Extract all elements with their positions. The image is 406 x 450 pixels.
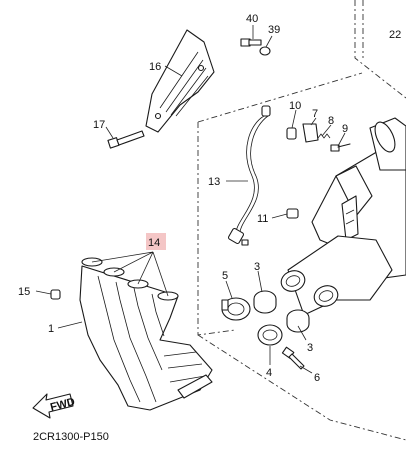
callout-7: 7 [312, 108, 318, 120]
callout-3-upper: 3 [254, 261, 260, 273]
assembly-boundary-main [197, 72, 406, 441]
callout-9: 9 [342, 123, 348, 135]
washer-39 [259, 46, 271, 56]
bolt-9 [330, 143, 351, 152]
spring-8 [317, 133, 331, 139]
callout-16: 16 [149, 61, 161, 73]
bolt-40 [240, 38, 262, 47]
gasket-3-lower [286, 309, 310, 333]
exhaust-header [79, 265, 213, 411]
mid-pipe [280, 235, 393, 316]
bracket-7 [302, 123, 319, 143]
leader-lines [35, 25, 346, 374]
fwd-label: FWD [49, 396, 76, 414]
clip-10 [286, 127, 297, 140]
clip-11 [286, 208, 299, 219]
callout-22: 22 [389, 29, 401, 41]
gasket-3-upper [253, 290, 277, 314]
assembly-boundary-top [354, 0, 406, 99]
heat-shield [145, 29, 215, 133]
callout-10: 10 [289, 100, 301, 112]
callout-13: 13 [208, 176, 220, 188]
callout-5: 5 [222, 270, 228, 282]
callout-3-lower: 3 [307, 342, 313, 354]
callout-39: 39 [268, 24, 280, 36]
callout-15: 15 [18, 286, 30, 298]
callout-highlight-14 [146, 233, 166, 250]
clamp-5 [221, 297, 251, 321]
callout-40: 40 [246, 13, 258, 25]
o2-sensor [227, 105, 271, 246]
callout-8: 8 [328, 115, 334, 127]
bolt-17 [107, 130, 145, 149]
clamp-4 [257, 324, 283, 346]
plug-15 [50, 289, 61, 300]
callout-11: 11 [257, 213, 268, 225]
callouts: 40 39 22 16 17 10 7 8 9 13 11 14 15 1 5 … [18, 13, 401, 384]
bolt-6 [281, 346, 305, 370]
callout-1: 1 [48, 323, 54, 335]
callout-6: 6 [314, 372, 320, 384]
callout-4: 4 [266, 367, 272, 379]
diagram-code: 2CR1300-P150 [33, 431, 109, 443]
muffler [311, 117, 406, 281]
callout-17: 17 [93, 119, 105, 131]
callout-14: 14 [148, 237, 160, 249]
fwd-arrow: FWD [32, 393, 76, 419]
